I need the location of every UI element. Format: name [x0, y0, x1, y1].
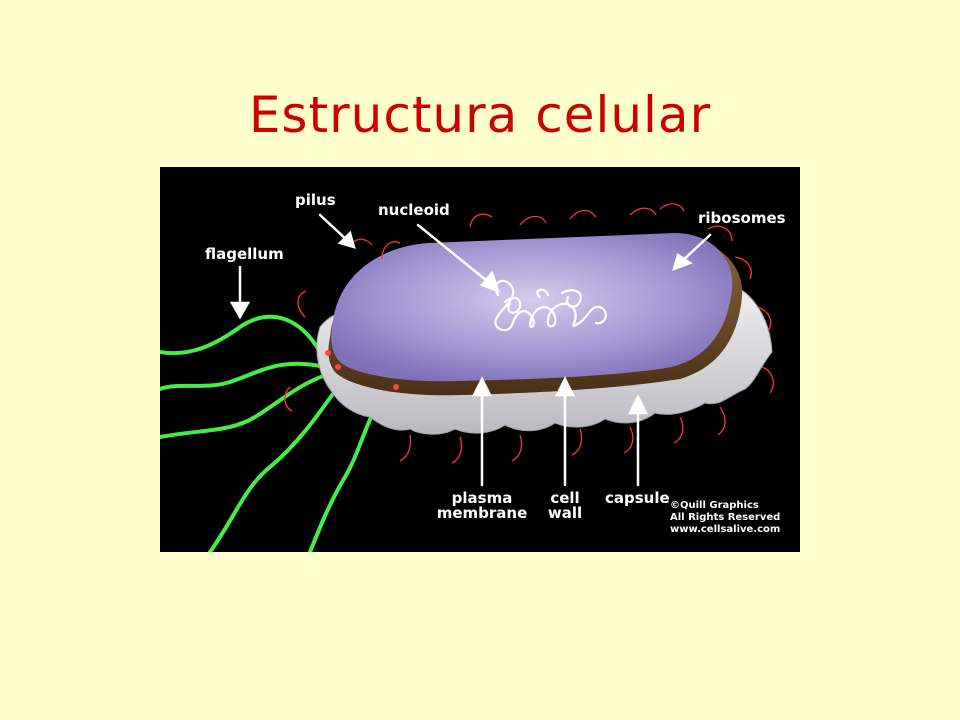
pilus: [707, 225, 733, 242]
pilus: [717, 406, 726, 436]
pilus: [623, 426, 634, 454]
flagellum-strand: [160, 314, 322, 356]
pilus: [297, 290, 307, 318]
nucleoid-dna: [494, 279, 607, 332]
annotation-arrows: [229, 213, 712, 487]
pilus: [511, 434, 523, 462]
label-plasma-membrane-line1: plasma: [451, 489, 513, 507]
slide-title: Estructura celular: [248, 86, 712, 144]
credit-line-1: ©Quill Graphics: [670, 500, 759, 511]
pilus: [757, 306, 772, 332]
pilus: [629, 207, 657, 216]
pilus: [399, 434, 412, 462]
flagella-bases: [325, 350, 399, 390]
credit-line-2: All Rights Reserved: [670, 512, 781, 523]
label-cell-wall-line1: cell: [550, 489, 580, 507]
credit-line-3: www.cellsalive.com: [670, 524, 781, 535]
pilus: [659, 203, 685, 212]
label-flagellum: flagellum: [205, 245, 284, 263]
pilus: [284, 386, 293, 412]
label-capsule: capsule: [605, 489, 670, 507]
flagellum-strand: [160, 370, 337, 439]
label-plasma-membrane-line2: membrane: [436, 504, 528, 522]
label-pilus: pilus: [295, 191, 336, 209]
label-cell-wall-line2: wall: [547, 504, 583, 522]
pilus: [469, 213, 493, 228]
cell-illustration: [160, 203, 774, 552]
flagellum-strand: [160, 361, 327, 391]
pilus: [569, 209, 597, 220]
flagellum-strand: [208, 375, 347, 552]
label-cell-wall: cell wall: [540, 491, 590, 521]
pilus: [734, 256, 752, 280]
label-ribosomes: ribosomes: [698, 209, 786, 227]
pili: [284, 203, 774, 464]
pilus: [761, 366, 774, 394]
label-plasma-membrane: plasma membrane: [432, 491, 532, 521]
pilus: [519, 215, 547, 226]
pilus: [673, 416, 684, 444]
label-nucleoid: nucleoid: [378, 201, 450, 219]
pilus: [451, 436, 463, 464]
bacterial-cell-diagram: pilus nucleoid ribosomes flagellum plasm…: [160, 167, 800, 552]
image-credit: ©Quill Graphics All Rights Reserved www.…: [670, 500, 780, 536]
cytoplasm: [331, 233, 733, 382]
flagellum-strand: [308, 390, 387, 552]
flagella: [160, 314, 387, 552]
pilus: [571, 428, 583, 456]
pilus: [381, 241, 401, 260]
